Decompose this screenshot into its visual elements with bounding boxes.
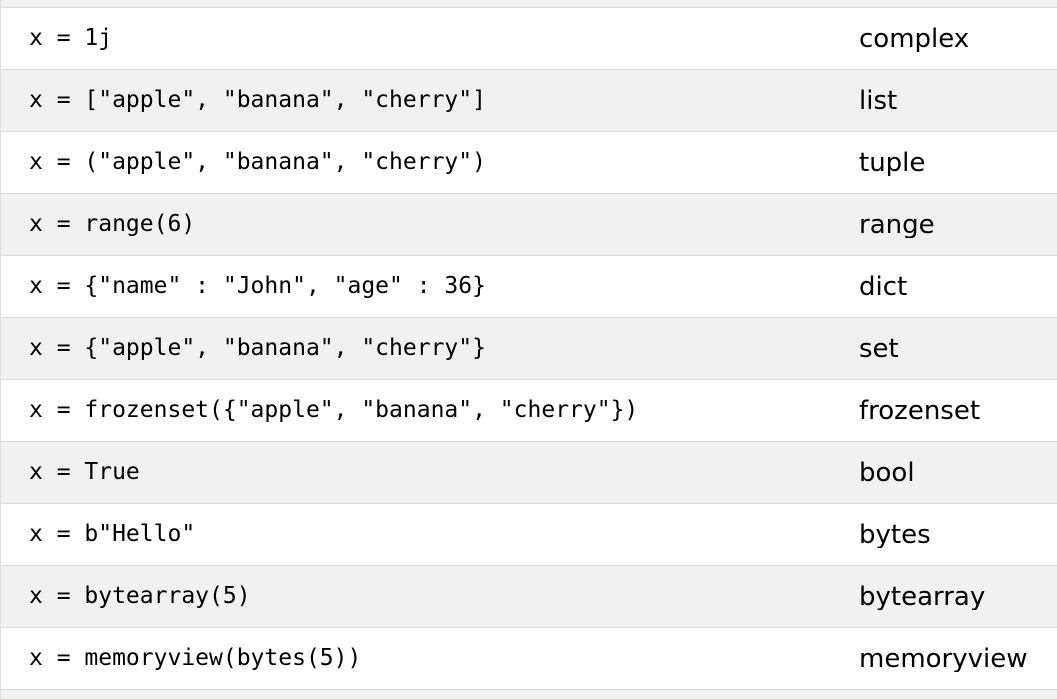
code-cell: x = {"apple", "banana", "cherry"} xyxy=(1,337,859,360)
code-cell: x = {"name" : "John", "age" : 36} xyxy=(1,275,859,298)
code-cell: x = ["apple", "banana", "cherry"] xyxy=(1,89,859,112)
code-text: x = {"name" : "John", "age" : 36} xyxy=(29,275,486,298)
code-cell: x = range(6) xyxy=(1,213,859,236)
code-text: x = 1j xyxy=(29,27,113,50)
type-label: range xyxy=(859,211,935,238)
code-text: x = memoryview(bytes(5)) xyxy=(29,647,362,670)
code-text: x = ("apple", "banana", "cherry") xyxy=(29,151,486,174)
table-row: x = True bool xyxy=(1,442,1057,504)
type-label: bytes xyxy=(859,521,931,548)
type-label: complex xyxy=(859,25,970,52)
code-text: x = range(6) xyxy=(29,213,196,236)
type-label: bytearray xyxy=(859,583,986,610)
code-cell: x = memoryview(bytes(5)) xyxy=(1,647,859,670)
code-text: x = True xyxy=(29,461,140,484)
type-cell: complex xyxy=(859,26,1057,52)
table-row: x = bytearray(5) bytearray xyxy=(1,566,1057,628)
type-cell: memoryview xyxy=(859,646,1057,672)
table-row: x = frozenset({"apple", "banana", "cherr… xyxy=(1,380,1057,442)
code-cell: x = True xyxy=(1,461,859,484)
type-cell: dict xyxy=(859,274,1057,300)
type-label: frozenset xyxy=(859,397,981,424)
code-cell: x = frozenset({"apple", "banana", "cherr… xyxy=(1,399,859,422)
code-cell: x = bytearray(5) xyxy=(1,585,859,608)
code-text: x = bytearray(5) xyxy=(29,585,251,608)
table-row: x = {"name" : "John", "age" : 36} dict xyxy=(1,256,1057,318)
type-cell: bytes xyxy=(859,522,1057,548)
code-cell: x = ("apple", "banana", "cherry") xyxy=(1,151,859,174)
type-cell: bytearray xyxy=(859,584,1057,610)
type-cell: tuple xyxy=(859,150,1057,176)
code-cell: x = b"Hello" xyxy=(1,523,859,546)
code-text: x = ["apple", "banana", "cherry"] xyxy=(29,89,486,112)
type-label: set xyxy=(859,335,899,362)
type-label: tuple xyxy=(859,149,926,176)
code-text: x = {"apple", "banana", "cherry"} xyxy=(29,337,486,360)
table-row: x = ["apple", "banana", "cherry"] list xyxy=(1,70,1057,132)
type-label: dict xyxy=(859,273,908,300)
table-row: x = range(6) range xyxy=(1,194,1057,256)
table-rows: x = 1j complex x = ["apple", "banana", "… xyxy=(1,8,1057,690)
code-text: x = frozenset({"apple", "banana", "cherr… xyxy=(29,399,639,422)
type-cell: range xyxy=(859,212,1057,238)
table-row: x = {"apple", "banana", "cherry"} set xyxy=(1,318,1057,380)
type-label: memoryview xyxy=(859,645,1028,672)
code-cell: x = 1j xyxy=(1,27,859,50)
type-cell: bool xyxy=(859,460,1057,486)
table-row: x = memoryview(bytes(5)) memoryview xyxy=(1,628,1057,690)
type-label: bool xyxy=(859,459,915,486)
type-cell: frozenset xyxy=(859,398,1057,424)
table-row: x = 1j complex xyxy=(1,8,1057,70)
code-text: x = b"Hello" xyxy=(29,523,196,546)
partial-row-bottom xyxy=(1,690,1057,699)
table-row: x = b"Hello" bytes xyxy=(1,504,1057,566)
table-row: x = ("apple", "banana", "cherry") tuple xyxy=(1,132,1057,194)
type-cell: set xyxy=(859,336,1057,362)
partial-row-top xyxy=(1,0,1057,8)
type-cell: list xyxy=(859,88,1057,114)
type-label: list xyxy=(859,87,898,114)
